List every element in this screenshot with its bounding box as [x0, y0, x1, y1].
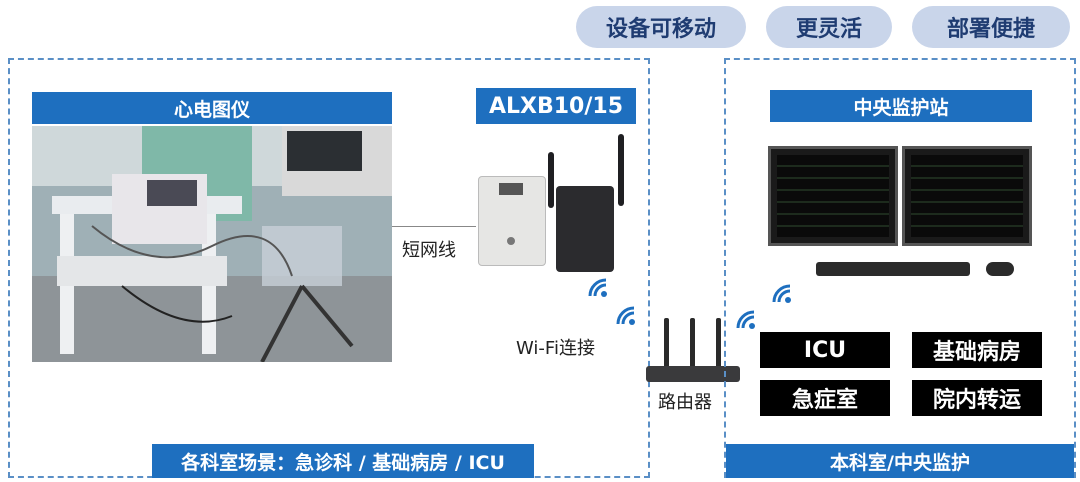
tag-movable: 设备可移动 [576, 6, 746, 48]
tag-easy-deploy: 部署便捷 [912, 6, 1070, 48]
dept-transfer: 院内转运 [912, 380, 1042, 416]
router-label: 路由器 [658, 392, 712, 413]
cable-label: 短网线 [402, 240, 456, 261]
monitor-right [902, 146, 1032, 246]
cable-line [392, 226, 476, 227]
right-footer-text: 本科室/中央监护 [830, 451, 970, 474]
wifi-label: Wi-Fi连接 [516, 338, 595, 359]
dept-general-ward: 基础病房 [912, 332, 1042, 368]
black-module-icon [548, 134, 624, 272]
wifi-icon-left [616, 306, 635, 325]
dept-emergency-room: 急症室 [760, 380, 890, 416]
wifi-icon-right [736, 310, 755, 329]
right-footer-bar: 本科室/中央监护 [726, 444, 1074, 478]
wifi-icon-module [588, 278, 607, 297]
model-label: ALXB10/15 [488, 93, 624, 119]
mouse-icon [986, 262, 1014, 276]
wifi-icon-monitor [772, 284, 791, 303]
tag-flexible: 更灵活 [766, 6, 892, 48]
dept-icu: ICU [760, 332, 890, 368]
white-module-icon [478, 176, 546, 266]
device-title: 心电图仪 [173, 98, 250, 121]
keyboard-icon [816, 262, 970, 276]
left-footer-text: 各科室场景：急诊科 / 基础病房 / ICU [181, 451, 505, 474]
model-label-bar: ALXB10/15 [476, 88, 636, 124]
ecg-device-photo [32, 126, 392, 362]
device-title-bar: 心电图仪 [32, 92, 392, 124]
router-icon [646, 318, 740, 384]
central-station-bar: 中央监护站 [770, 90, 1032, 122]
monitor-left [768, 146, 898, 246]
left-footer-bar: 各科室场景：急诊科 / 基础病房 / ICU [152, 444, 534, 478]
central-station-title: 中央监护站 [853, 96, 949, 119]
